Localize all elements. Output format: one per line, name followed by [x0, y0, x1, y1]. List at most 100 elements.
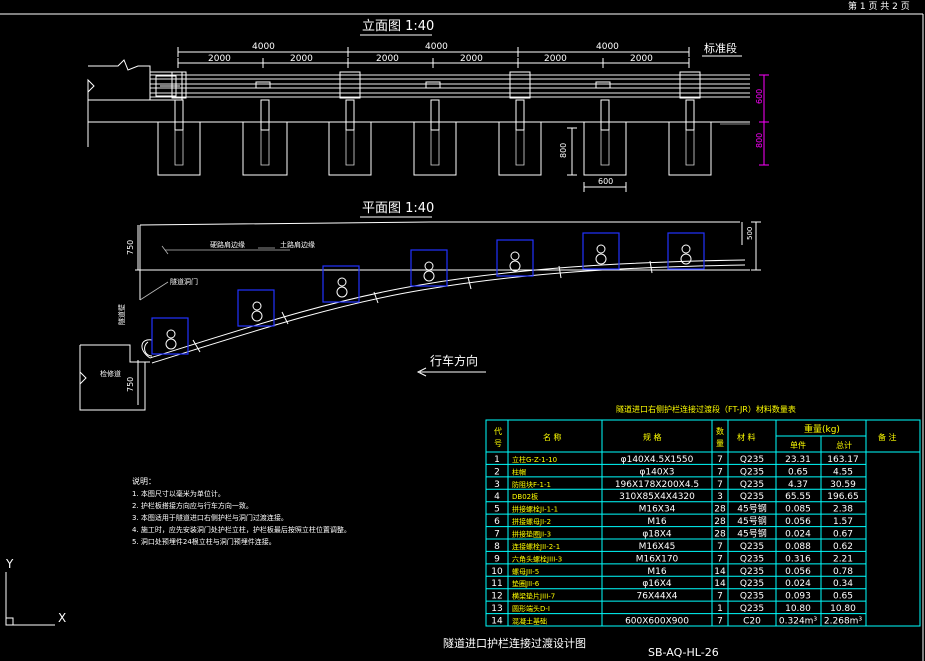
- table-cell-qty: 28: [714, 530, 726, 540]
- table-cell-name: 混凝土基础: [512, 617, 547, 626]
- table-cell-mat: Q235: [740, 542, 764, 552]
- table-cell-qty: 7: [717, 467, 723, 477]
- table-cell-qty: 14: [714, 567, 726, 577]
- table-cell-mat: Q235: [740, 467, 764, 477]
- header-weight: 重量(kg): [804, 423, 840, 435]
- sheet-header: 第 1 页 共 2 页: [848, 0, 910, 12]
- table-cell-total: 196.65: [827, 492, 859, 502]
- table-cell-total: 30.59: [830, 480, 856, 490]
- table-cell-mat: Q235: [740, 579, 764, 589]
- note-1: 1. 本图尺寸以毫米为单位计。: [132, 489, 225, 498]
- table-cell-code: 14: [491, 617, 503, 627]
- plan-title: 平面图 1:40: [362, 201, 434, 216]
- table-cell-qty: 7: [717, 542, 723, 552]
- table-cell-unit: 0.056: [785, 567, 811, 577]
- table-cell-code: 4: [494, 492, 500, 502]
- table-cell-unit: 0.024: [785, 579, 811, 589]
- elevation-title: 立面图 1:40: [362, 19, 434, 34]
- table-cell-qty: 7: [717, 592, 723, 602]
- table-cell-name: 垫圈JII-6: [512, 579, 540, 588]
- table-cell-qty: 28: [714, 505, 726, 515]
- plan-dim-750-top: 750: [126, 240, 135, 255]
- table-cell-total: 163.17: [827, 455, 859, 465]
- note-3: 3. 本图适用于隧道进口右侧护栏与洞门过渡连接。: [132, 513, 288, 522]
- table-cell-spec: φ140X4.5X1550: [621, 455, 694, 465]
- table-cell-code: 7: [494, 530, 500, 540]
- table-cell-spec: M16X45: [639, 542, 676, 552]
- table-cell-unit: 10.80: [785, 604, 811, 614]
- table-cell-total: 0.67: [833, 530, 853, 540]
- table-cell-spec: φ140X3: [639, 467, 674, 477]
- embed-depth-dim: 800: [755, 133, 764, 148]
- half-dim-3: 2000: [376, 54, 399, 64]
- table-cell-qty: 28: [714, 517, 726, 527]
- header-note: 备 注: [878, 432, 897, 442]
- table-cell-mat: Q235: [740, 592, 764, 602]
- tunnel-wall-label: 隧道壁: [117, 304, 126, 325]
- table-cell-mat: Q235: [740, 455, 764, 465]
- table-cell-spec: 310X85X4X4320: [619, 492, 695, 502]
- table-cell-name: 圆形端头D-I: [512, 604, 550, 613]
- table-cell-total: 4.55: [833, 467, 853, 477]
- table-cell-total: 0.78: [833, 567, 853, 577]
- table-cell-name: 柱帽: [512, 467, 526, 476]
- table-cell-code: 6: [494, 517, 500, 527]
- table-cell-unit: 65.55: [785, 492, 811, 502]
- table-cell-name: 防阻块F-1-1: [512, 480, 551, 489]
- table-cell-unit: 0.024: [785, 530, 811, 540]
- span-dim-1: 4000: [252, 42, 275, 52]
- plan-dim-500: 500: [746, 227, 754, 240]
- table-cell-unit: 0.085: [785, 505, 811, 515]
- notes: 说明： 1. 本图尺寸以毫米为单位计。 2. 护栏板搭接方向应与行车方向一致。 …: [132, 476, 351, 546]
- table-cell-name: 拼接螺母JI-2: [512, 517, 551, 526]
- notes-heading: 说明：: [132, 476, 156, 486]
- inspection-walk-label: 检修道: [100, 369, 121, 378]
- foundation-depth-dim: 800: [559, 143, 568, 158]
- drawing-number: SB-AQ-HL-26: [648, 646, 719, 659]
- table-cell-qty: 7: [717, 455, 723, 465]
- table-cell-code: 2: [494, 467, 500, 477]
- table-cell-spec: 600X600X900: [625, 617, 689, 627]
- table-cell-code: 5: [494, 505, 500, 515]
- header-material: 材 料: [737, 432, 756, 442]
- table-cell-mat: C20: [743, 617, 761, 627]
- table-cell-unit: 0.65: [788, 467, 808, 477]
- table-cell-mat: 45号钢: [737, 503, 766, 515]
- table-cell-unit: 0.316: [785, 554, 811, 564]
- table-cell-spec: M16: [647, 567, 666, 577]
- header-spec: 规 格: [643, 432, 662, 442]
- plan-dim-750-bottom: 750: [126, 377, 135, 392]
- table-cell-name: 连接螺栓JII-2-1: [512, 542, 560, 551]
- table-cell-mat: Q235: [740, 554, 764, 564]
- table-cell-code: 13: [491, 604, 502, 614]
- standard-section-label: 标准段: [704, 41, 737, 55]
- header-unit: 单件: [790, 440, 806, 450]
- tunnel-portal-label: 隧道洞门: [170, 277, 198, 286]
- table-cell-mat: Q235: [740, 604, 764, 614]
- table-cell-name: 拼接螺栓JI-1-1: [512, 505, 558, 514]
- note-2: 2. 护栏板搭接方向应与行车方向一致。: [132, 501, 253, 510]
- note-5: 5. 洞口处预埋件24根立柱与洞门预埋件连接。: [132, 537, 276, 546]
- material-table: 隧道进口右侧护栏连接过渡段（FT-JR）材料数量表 代号 名 称 规 格 数量 …: [485, 404, 921, 627]
- road-shoulder-label: 硬路肩边缘: [210, 240, 245, 249]
- half-dim-4: 2000: [460, 54, 483, 64]
- header-code: 代号: [494, 426, 502, 448]
- half-dim-2: 2000: [290, 54, 313, 64]
- soil-shoulder-label: 土路肩边缘: [280, 240, 315, 249]
- table-cell-name: 横梁垫片JIII-7: [512, 592, 555, 601]
- rail-height-dim: 600: [755, 89, 764, 104]
- table-cell-total: 2.21: [833, 554, 853, 564]
- span-dim-3: 4000: [596, 42, 619, 52]
- table-title: 隧道进口右侧护栏连接过渡段（FT-JR）材料数量表: [616, 404, 796, 414]
